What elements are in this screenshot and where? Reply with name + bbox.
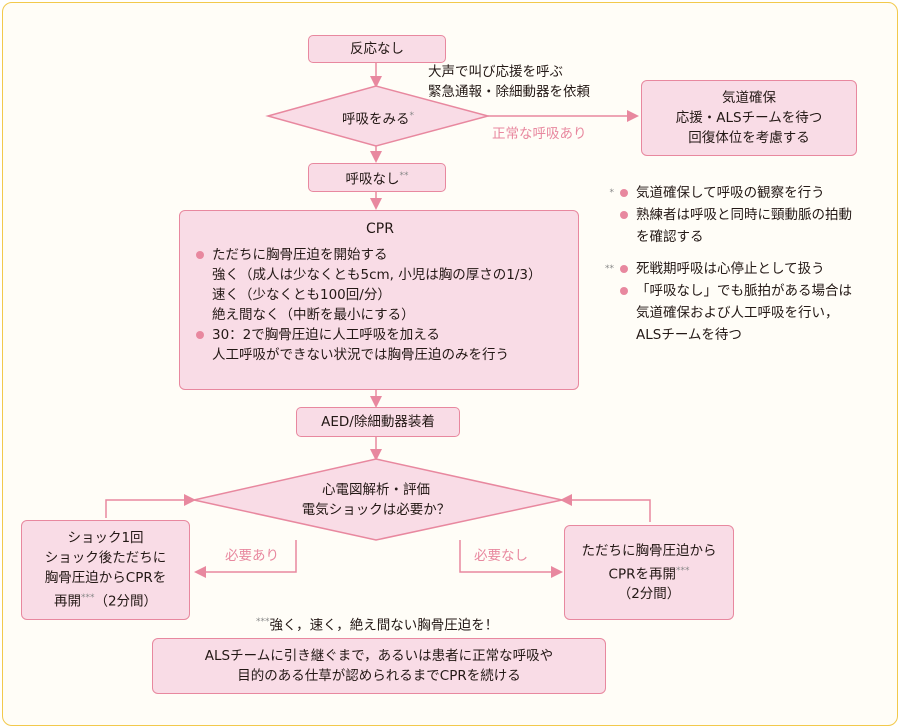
cpr-sub-2: 速く（少なくとも100回/分） bbox=[212, 287, 391, 303]
node-shock: ショック1回 ショック後ただちに 胸骨圧迫からCPRを 再開***（2分間） bbox=[21, 520, 190, 620]
arrow-rhythm-to-shock bbox=[194, 540, 297, 578]
node-no-breathing: 呼吸なし** bbox=[308, 163, 446, 192]
node-resume-cpr: ただちに胸骨圧迫から CPRを再開*** （2分間） bbox=[564, 525, 734, 620]
shock-not-needed-label: 必要なし bbox=[474, 548, 528, 564]
cpr-bullet-2: 30：2で胸骨圧迫に人工呼吸を加える bbox=[194, 325, 440, 345]
push-footnote: ***強く，速く，絶え間ない胸骨圧迫を！ bbox=[256, 617, 499, 634]
call-for-help-text: 大声で叫び応援を呼ぶ 緊急通報・除細動器を依頼 bbox=[428, 64, 590, 100]
arrow-resume-loop bbox=[560, 494, 651, 522]
cpr-title: CPR bbox=[366, 221, 394, 237]
cpr-bullet-2-sub: 人工呼吸ができない状況では胸骨圧迫のみを行う bbox=[212, 347, 509, 363]
note-3: ** 死戦期呼吸は心停止として扱う bbox=[605, 261, 825, 277]
cpr-bullet-1: ただちに胸骨圧迫を開始する bbox=[194, 245, 388, 265]
note-2: 熟練者は呼吸と同時に頸動脈の拍動 を確認する bbox=[600, 204, 890, 248]
normal-breathing-label: 正常な呼吸あり bbox=[492, 126, 587, 142]
node-no-response: 反応なし bbox=[308, 35, 446, 63]
arrow-shock-loop bbox=[105, 494, 196, 518]
check-breathing-label: 呼吸をみる* bbox=[342, 111, 414, 128]
shock-needed-label: 必要あり bbox=[225, 548, 279, 564]
notes-panel: * 気道確保して呼吸の観察を行う 熟練者は呼吸と同時に頸動脈の拍動 を確認する … bbox=[600, 182, 890, 346]
note-1: * 気道確保して呼吸の観察を行う bbox=[609, 185, 825, 201]
node-cpr: CPR ただちに胸骨圧迫を開始する 強く（成人は少なくとも5cm, 小児は胸の厚… bbox=[179, 210, 579, 390]
node-aed: AED/除細動器装着 bbox=[296, 407, 460, 437]
rhythm-check-label: 心電図解析・評価 電気ショックは必要か？ bbox=[301, 482, 451, 518]
diamond-rhythm-check bbox=[193, 458, 563, 541]
arrow-rhythm-to-resume bbox=[459, 540, 563, 578]
node-final: ALSチームに引き継ぐまで，あるいは患者に正常な呼吸や 目的のある仕草が認められ… bbox=[152, 638, 606, 694]
cpr-sub-1: 強く（成人は少なくとも5cm, 小児は胸の厚さの1/3） bbox=[212, 267, 542, 283]
node-airway: 気道確保 応援・ALSチームを待つ 回復体位を考慮する bbox=[641, 80, 857, 156]
note-4: 「呼吸なし」でも脈拍がある場合は 気道確保および人工呼吸を行い， ALSチームを… bbox=[600, 280, 890, 346]
cpr-sub-3: 絶え間なく（中断を最小にする） bbox=[212, 307, 415, 323]
diamond-check-breathing bbox=[265, 85, 491, 147]
